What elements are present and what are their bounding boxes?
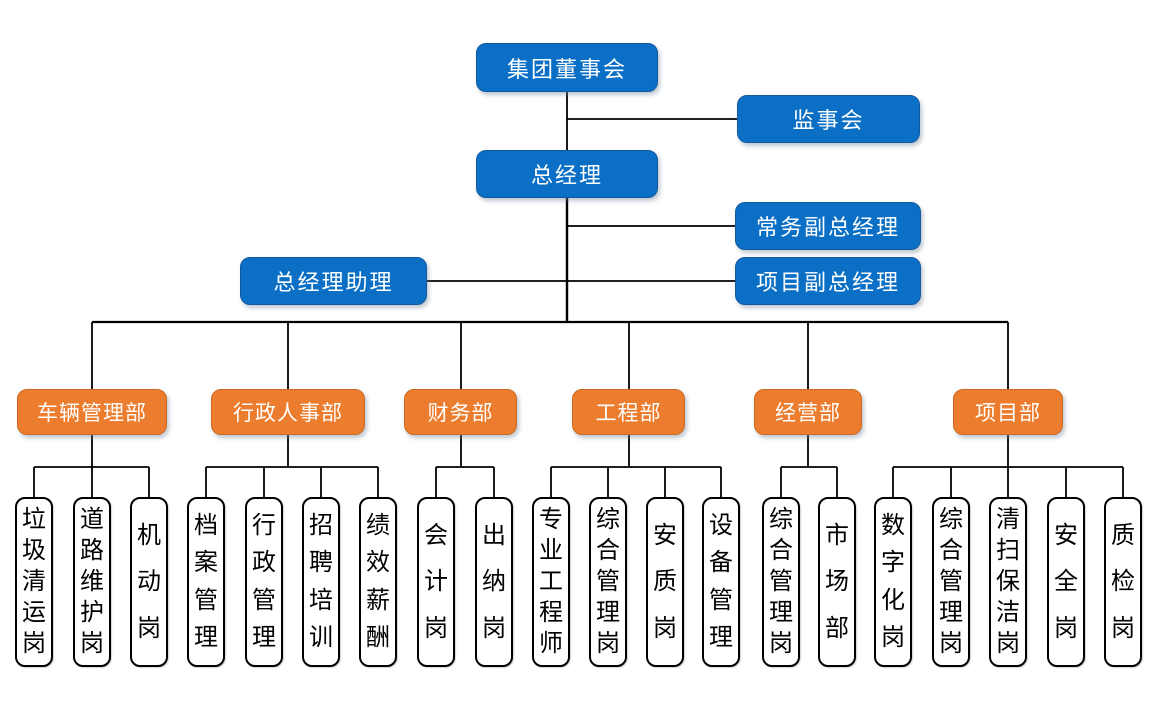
position-performance-pay: 绩效薪酬 [359, 497, 397, 667]
position-general-mgmt-ops: 综合管理岗 [762, 497, 800, 667]
position-general-mgmt-eng: 综合管理岗 [589, 497, 627, 667]
position-safety-quality: 安质岗 [646, 497, 684, 667]
position-equipment-mgmt: 设备管理 [702, 497, 740, 667]
node-deputy-project: 项目副总经理 [735, 257, 921, 305]
position-cashier: 出纳岗 [475, 497, 513, 667]
position-quality-check: 质检岗 [1104, 497, 1142, 667]
node-general-manager: 总经理 [476, 150, 658, 198]
position-garbage-collection: 垃圾清运岗 [15, 497, 53, 667]
position-pro-engineer: 专业工程师 [532, 497, 570, 667]
position-recruit-training: 招聘培训 [302, 497, 340, 667]
node-deputy-exec: 常务副总经理 [735, 202, 921, 250]
position-digitalization: 数字化岗 [874, 497, 912, 667]
position-archives: 档案管理 [187, 497, 225, 667]
node-dept-finance: 财务部 [404, 389, 517, 435]
position-safety: 安全岗 [1047, 497, 1085, 667]
node-dept-project: 项目部 [953, 389, 1063, 435]
position-general-mgmt-proj: 综合管理岗 [932, 497, 970, 667]
node-board: 集团董事会 [476, 43, 658, 92]
node-dept-vehicle: 车辆管理部 [17, 389, 167, 435]
connector-group [33, 92, 1124, 497]
node-supervisory: 监事会 [737, 95, 920, 143]
node-dept-admin-hr: 行政人事部 [211, 389, 365, 435]
position-market: 市场部 [818, 497, 856, 667]
position-mobile: 机动岗 [130, 497, 168, 667]
position-cleaning: 清扫保洁岗 [989, 497, 1027, 667]
node-dept-engineering: 工程部 [572, 389, 685, 435]
node-gm-assistant: 总经理助理 [240, 257, 427, 305]
position-admin-mgmt: 行政管理 [245, 497, 283, 667]
node-dept-operations: 经营部 [754, 389, 862, 435]
position-accounting: 会计岗 [417, 497, 455, 667]
position-road-maintenance: 道路维护岗 [73, 497, 111, 667]
